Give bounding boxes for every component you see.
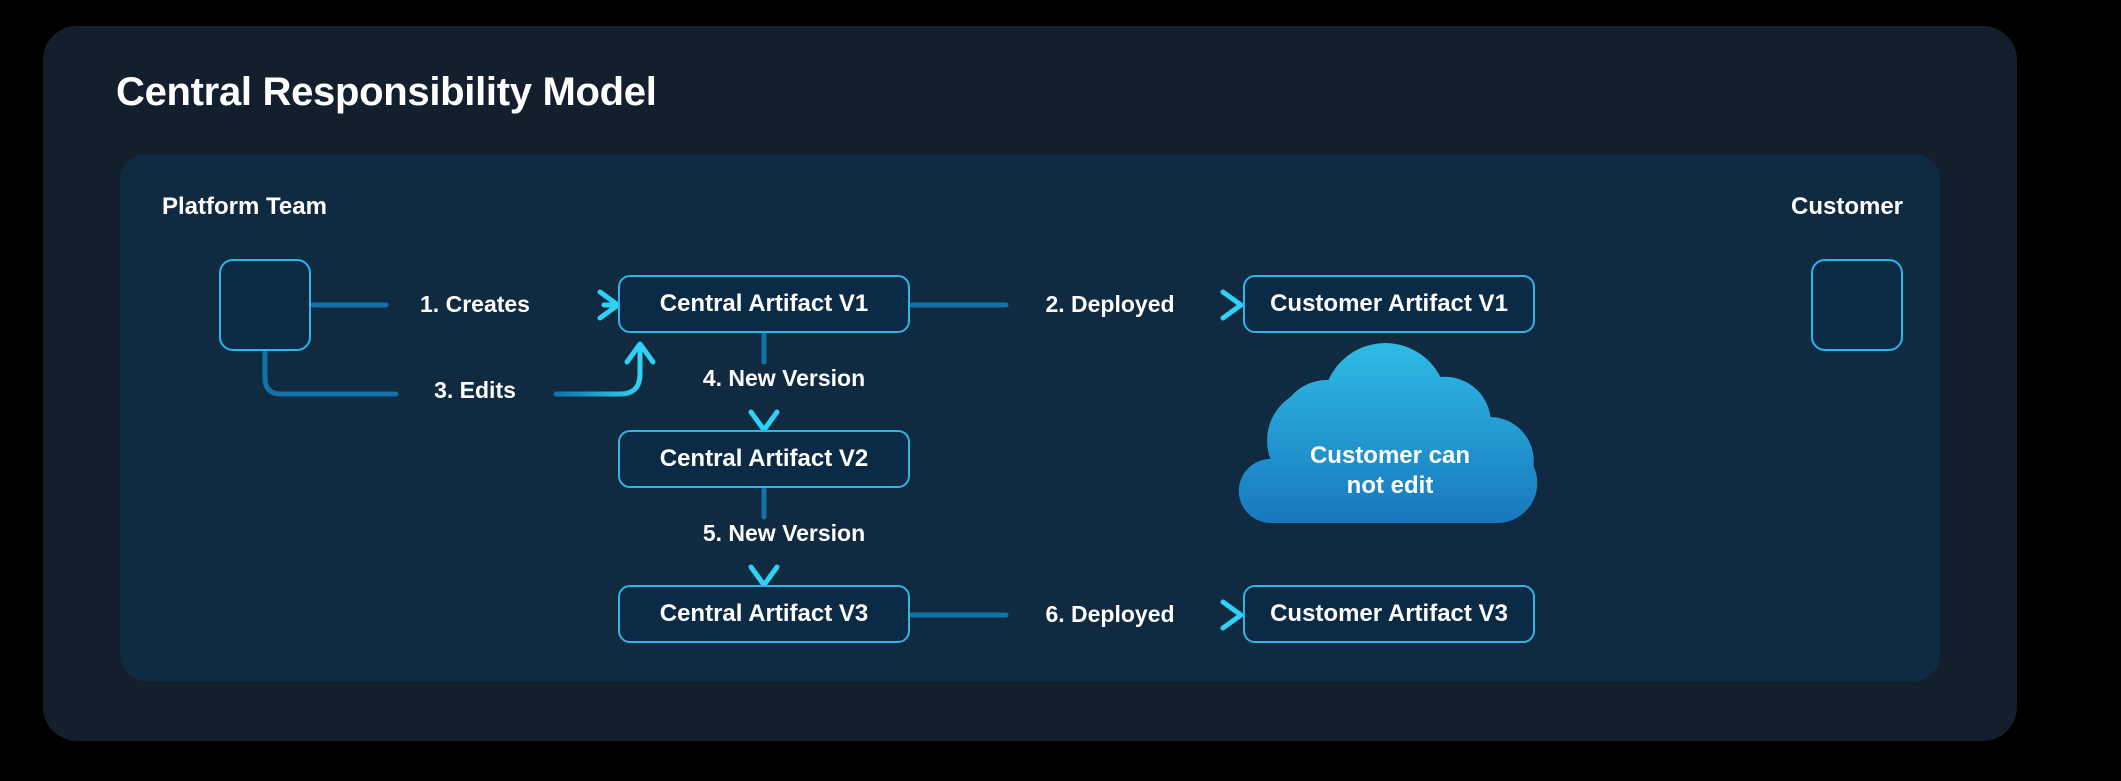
cloud-annotation: Customer can not edit bbox=[1255, 441, 1525, 501]
diagram-panel bbox=[120, 154, 1940, 681]
edge-label-creates: 1. Creates bbox=[420, 291, 530, 317]
edge-label-deployed-6: 6. Deployed bbox=[1045, 601, 1175, 627]
edge-label-new-version-4: 4. New Version bbox=[702, 365, 866, 391]
cloud-annotation-line-1: Customer can bbox=[1309, 442, 1471, 469]
edge-label-new-version-5: 5. New Version bbox=[702, 520, 866, 546]
node-central-artifact-v2[interactable]: Central Artifact V2 bbox=[618, 430, 910, 488]
node-central-artifact-v3[interactable]: Central Artifact V3 bbox=[618, 585, 910, 643]
node-central-artifact-v1[interactable]: Central Artifact V1 bbox=[618, 275, 910, 333]
cloud-annotation-line-2: not edit bbox=[1346, 472, 1434, 499]
edge-label-edits: 3. Edits bbox=[434, 377, 516, 403]
group-label-platform-team: Platform Team bbox=[162, 193, 327, 220]
platform-team-icon-tile[interactable] bbox=[219, 259, 311, 351]
node-customer-artifact-v3[interactable]: Customer Artifact V3 bbox=[1243, 585, 1535, 643]
group-label-customer: Customer bbox=[1791, 193, 1904, 220]
node-customer-artifact-v1[interactable]: Customer Artifact V1 bbox=[1243, 275, 1535, 333]
edge-label-deployed-2: 2. Deployed bbox=[1045, 291, 1175, 317]
customer-icon-tile[interactable] bbox=[1811, 259, 1903, 351]
page-title: Central Responsibility Model bbox=[116, 70, 657, 114]
